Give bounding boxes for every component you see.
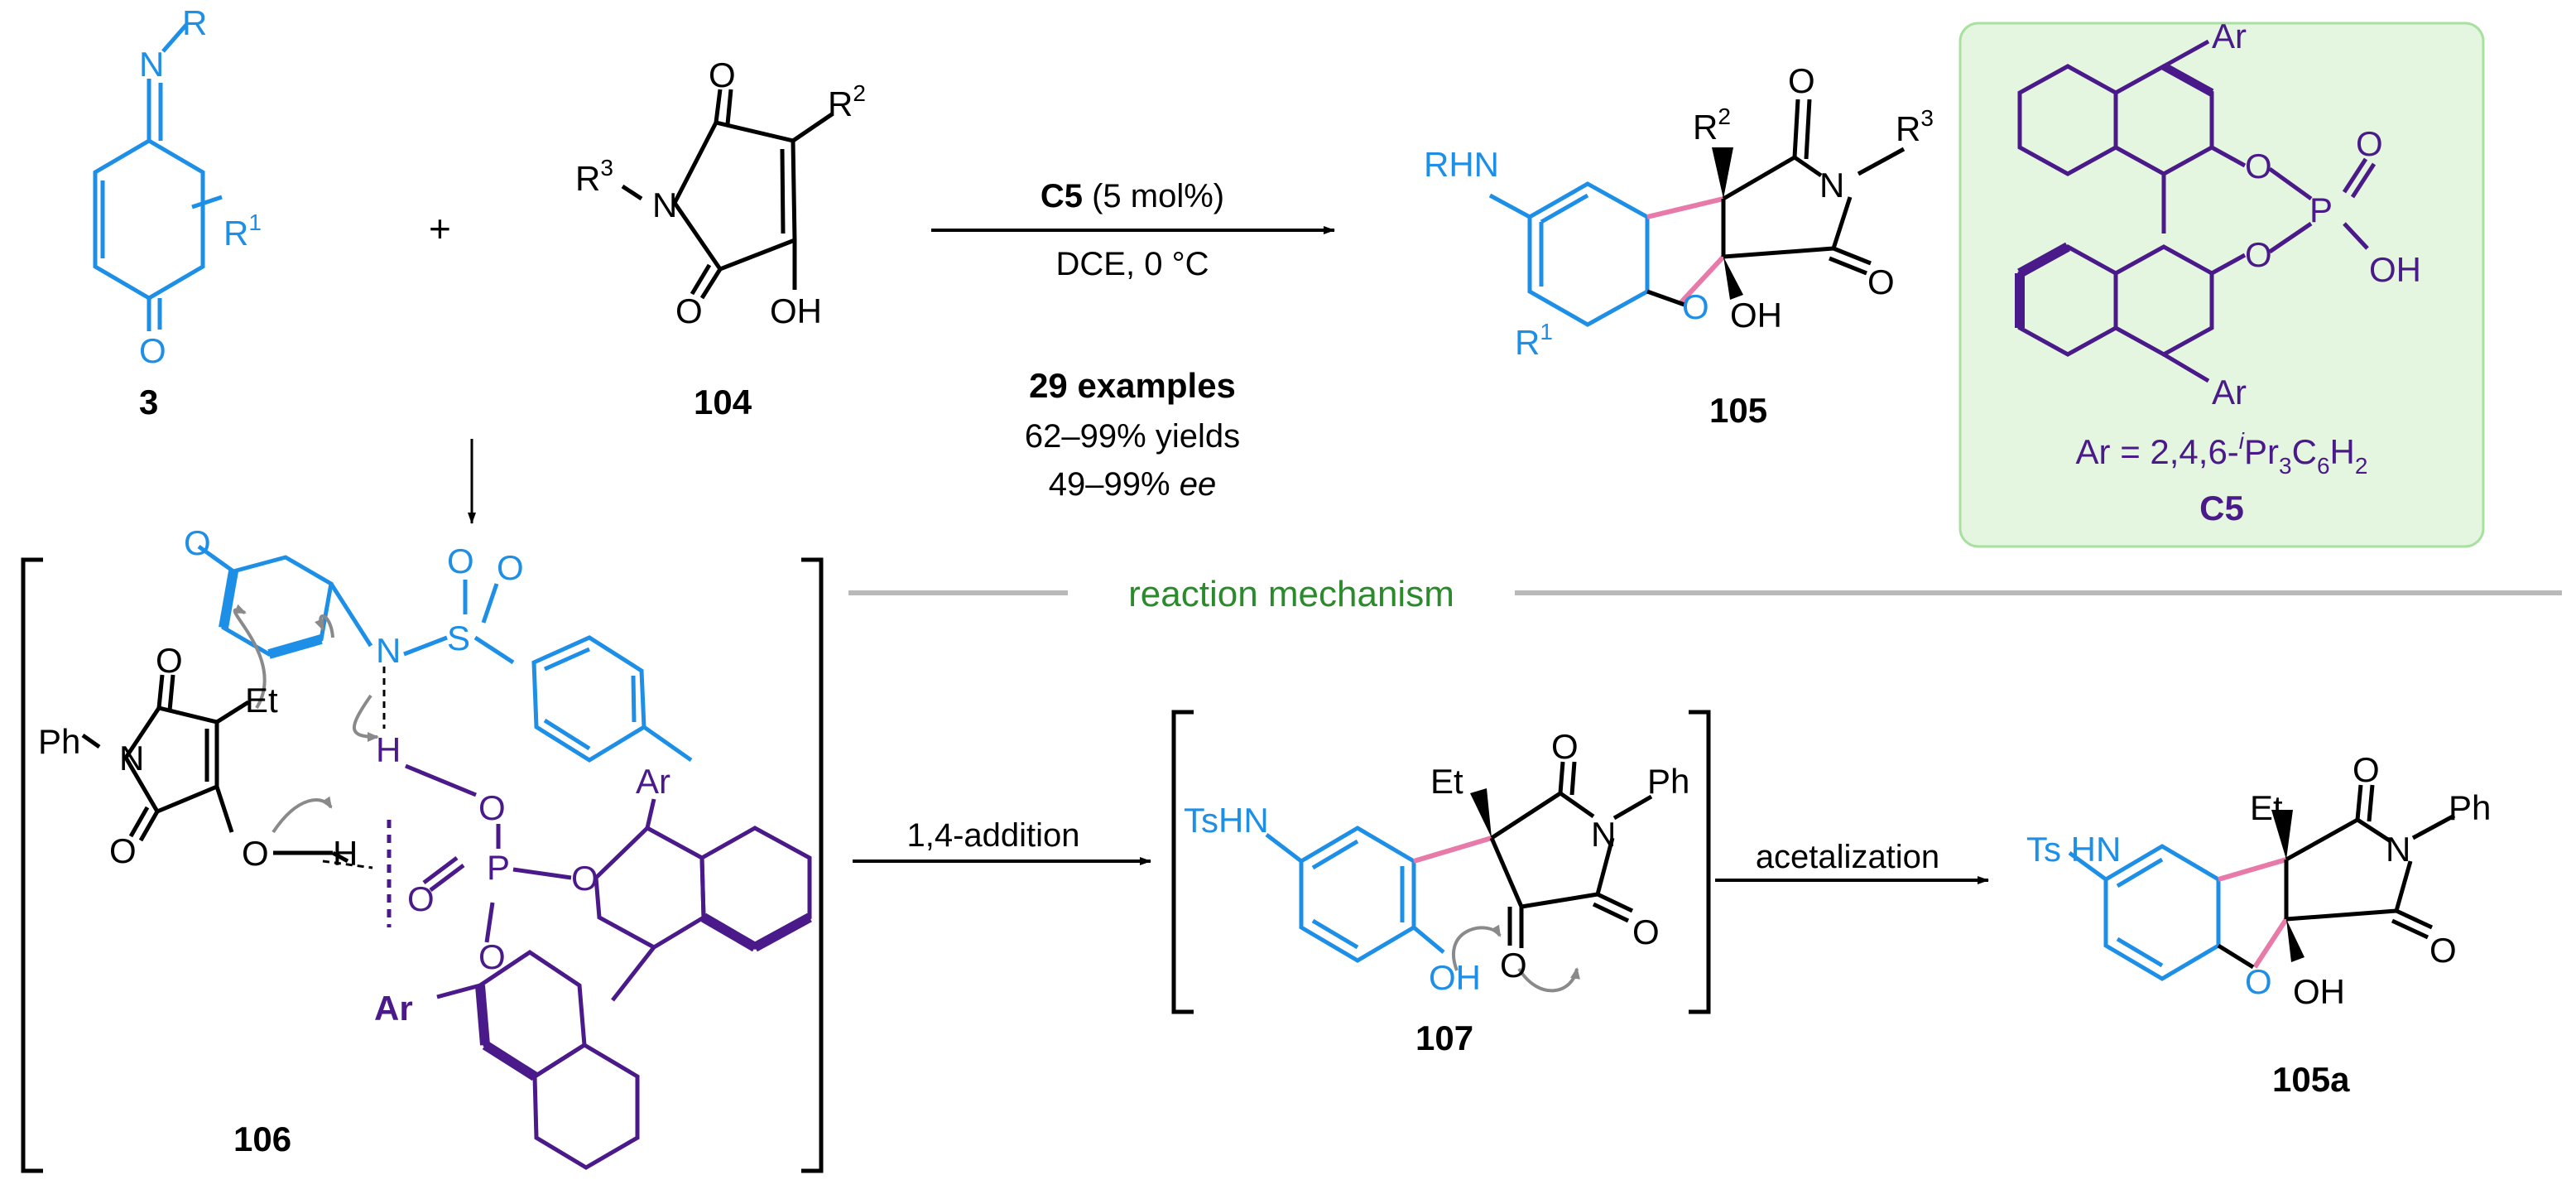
107-o-ketone: O	[1500, 946, 1527, 985]
c5-label: C5	[2199, 489, 2244, 527]
107-label: 107	[1415, 1018, 1473, 1057]
106-n: N	[119, 739, 144, 778]
105a-ring-o: O	[2245, 962, 2272, 1001]
compound-105-r2: R2	[1693, 104, 1731, 147]
compound-3-imine-n: N	[139, 45, 164, 84]
106-o-top: O	[156, 641, 183, 680]
105a-n: N	[2386, 830, 2410, 869]
106-quinone-o: O	[184, 523, 211, 562]
c5-oh: OH	[2369, 250, 2421, 289]
107-tshn: TsHN	[1184, 801, 1269, 840]
step-1: 1,4-addition	[853, 817, 1151, 865]
product-105a: Ts HN Et O N Ph O O OH 105a	[2026, 750, 2491, 1099]
compound-3-imine-r: R	[182, 3, 207, 42]
catalyst-c5-box: Ar O O P O OH Ar Ar = 2,4,6-iPr3C6H2 C5	[1958, 17, 2485, 548]
106-ar-top: Ar	[636, 762, 670, 801]
106-h2: H	[376, 730, 401, 769]
intermediate-106: Ph N Et O O O H O N S O O H O P O O O Ar…	[21, 523, 824, 1173]
conditions-solvent: DCE, 0 °C	[1056, 246, 1209, 282]
106-p-eq-o: O	[407, 879, 435, 918]
compound-105-label: 105	[1709, 391, 1767, 430]
106-s: S	[447, 619, 470, 657]
105a-o-top: O	[2353, 750, 2380, 789]
106-imine-n: N	[376, 631, 401, 670]
compound-104: O N R3 R2 O OH 104	[575, 55, 866, 421]
compound-105-rhn: RHN	[1424, 145, 1499, 184]
105a-label: 105a	[2272, 1060, 2350, 1099]
106-brackets	[21, 557, 824, 1173]
compound-105-right-o: O	[1867, 262, 1895, 301]
compound-104-oh: OH	[770, 291, 822, 330]
107-oh: OH	[1429, 958, 1481, 997]
compound-3-label: 3	[139, 383, 158, 421]
compound-105: RHN R2 O N R3 O O OH R1 105	[1424, 61, 1934, 430]
compound-3-substituent: R1	[223, 209, 262, 253]
compound-104-top-o: O	[709, 55, 736, 94]
105a-ph: Ph	[2449, 788, 2491, 827]
107-o-right: O	[1632, 912, 1660, 951]
conditions-examples: 29 examples	[1029, 366, 1236, 405]
106-et: Et	[245, 681, 278, 720]
step-2-label: acetalization	[1756, 839, 1939, 875]
107-n: N	[1591, 815, 1616, 854]
mechanism-divider: reaction mechanism	[848, 574, 2562, 614]
step-2: acetalization	[1715, 839, 1989, 884]
106-so-o1: O	[447, 542, 474, 580]
106-p: P	[487, 848, 510, 887]
c5-ar-definition: Ar = 2,4,6-iPr3C6H2	[2076, 428, 2368, 479]
compound-105-ring-o: O	[1682, 287, 1709, 326]
105a-oh: OH	[2293, 972, 2345, 1011]
c5-ar-top: Ar	[2212, 17, 2247, 55]
compound-105-oh: OH	[1730, 296, 1782, 335]
c5-o2: O	[2245, 235, 2272, 274]
compound-104-r2: R2	[828, 80, 866, 123]
106-p-o-top: O	[478, 788, 506, 827]
105a-tshn: Ts HN	[2026, 830, 2121, 869]
conditions-catalyst: C5 (5 mol%)	[1040, 178, 1224, 214]
compound-104-bottom-o: O	[675, 291, 703, 330]
compound-104-label: 104	[694, 383, 752, 421]
compound-3-oxygen: O	[139, 331, 166, 370]
106-o-bottom: O	[109, 831, 137, 870]
106-p-o-right: O	[571, 859, 598, 898]
106-p-o-bottom: O	[478, 937, 506, 976]
compound-104-r3: R3	[575, 155, 613, 198]
compound-105-r3: R3	[1896, 105, 1934, 148]
107-et: Et	[1430, 762, 1463, 801]
mechanism-title: reaction mechanism	[1128, 574, 1454, 614]
compound-3: N R O R1 3	[93, 3, 262, 421]
106-o-h: O	[242, 834, 269, 873]
c5-p-o: O	[2356, 124, 2383, 163]
intermediate-107: TsHN Et O N Ph O O OH 107	[1171, 710, 1711, 1057]
plus-sign: +	[429, 207, 451, 250]
105a-et: Et	[2250, 788, 2283, 827]
c5-ar-bottom: Ar	[2212, 373, 2247, 412]
107-o-top: O	[1551, 727, 1579, 766]
step-1-label: 1,4-addition	[906, 817, 1079, 854]
c5-p: P	[2309, 190, 2333, 229]
compound-104-n: N	[652, 185, 677, 224]
106-so-o2: O	[497, 548, 524, 587]
c5-o1: O	[2245, 147, 2272, 185]
106-label: 106	[233, 1120, 291, 1158]
compound-105-r1: R1	[1515, 319, 1553, 362]
107-ph: Ph	[1647, 762, 1689, 801]
conditions-ee: 49–99% ee	[1049, 466, 1216, 503]
105a-o-right: O	[2429, 931, 2457, 970]
106-ph: Ph	[38, 722, 80, 761]
107-brackets	[1171, 710, 1711, 1014]
catalyst-box-background	[1958, 22, 2485, 548]
106-ar-bottom: Ar	[374, 989, 413, 1028]
reaction-conditions: C5 (5 mol%) DCE, 0 °C 29 examples 62–99%…	[931, 178, 1335, 503]
106-h1: H	[333, 834, 358, 873]
compound-105-n: N	[1819, 166, 1844, 205]
compound-105-top-o: O	[1788, 61, 1815, 100]
conditions-yields: 62–99% yields	[1025, 418, 1240, 455]
